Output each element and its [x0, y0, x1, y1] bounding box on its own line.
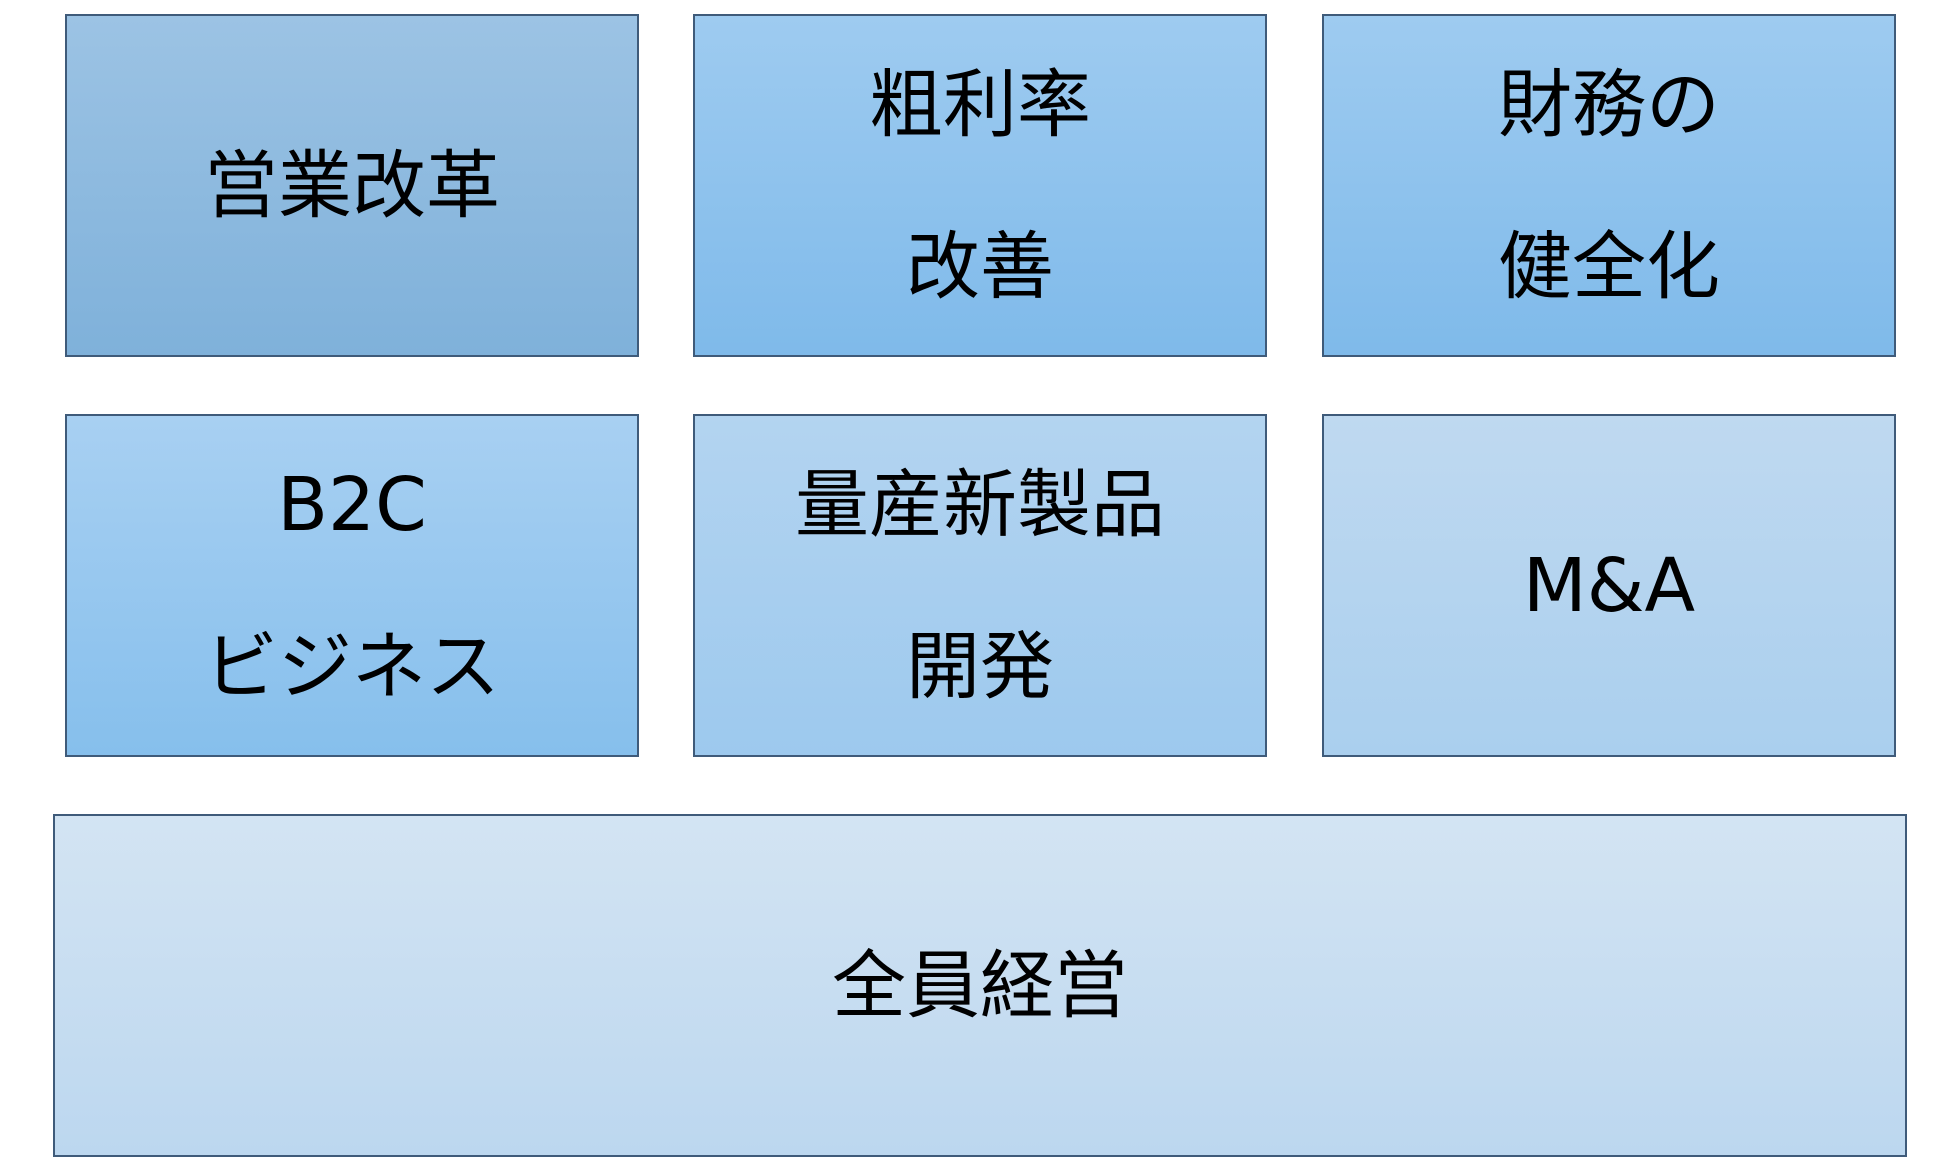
- box-label: ビジネス: [204, 623, 500, 710]
- box-label: 開発: [906, 623, 1054, 710]
- box-label: 全員経営: [832, 942, 1128, 1029]
- box-all-employee-management: 全員経営: [53, 814, 1907, 1157]
- box-gross-margin-improvement: 粗利率 改善: [693, 14, 1267, 357]
- box-sales-reform: 営業改革: [65, 14, 639, 357]
- box-financial-health: 財務の 健全化: [1322, 14, 1896, 357]
- box-m-and-a: M&A: [1322, 414, 1896, 757]
- box-mass-production-new-product-development: 量産新製品 開発: [693, 414, 1267, 757]
- box-label: 改善: [906, 223, 1054, 310]
- box-label: 健全化: [1498, 223, 1720, 310]
- box-label: B2C: [277, 461, 427, 548]
- box-label: 営業改革: [204, 142, 500, 229]
- box-label: 財務の: [1498, 61, 1720, 148]
- box-label: 粗利率: [869, 61, 1091, 148]
- box-label: 量産新製品: [795, 461, 1165, 548]
- box-label: M&A: [1522, 542, 1696, 629]
- box-b2c-business: B2C ビジネス: [65, 414, 639, 757]
